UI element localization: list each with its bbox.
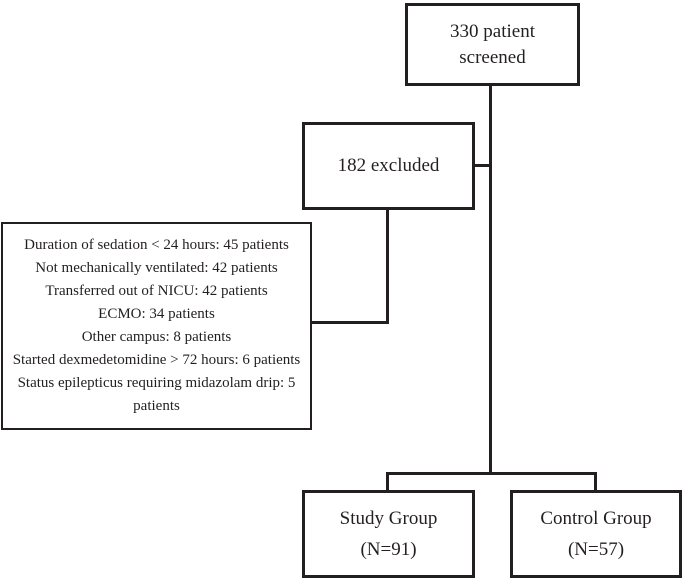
exclusion-reason-item: ECMO: 34 patients xyxy=(98,306,215,322)
study-group-label: Study Group xyxy=(339,508,438,529)
box-study-group: Study Group (N=91) xyxy=(302,490,475,578)
exclusion-reason-item: Transferred out of NICU: 42 patients xyxy=(45,283,268,299)
study-group-n: (N=91) xyxy=(360,539,417,560)
exclusion-reason-item: Started dexmedetomidine > 72 hours: 6 pa… xyxy=(12,352,301,368)
connector-main-vertical xyxy=(489,85,492,475)
box-patients-screened: 330 patient screened xyxy=(405,3,580,86)
exclusion-reason-item: Duration of sedation < 24 hours: 45 pati… xyxy=(24,237,289,253)
connector-reasons-horizontal xyxy=(311,321,389,324)
connector-control-stub xyxy=(594,472,597,491)
patients-screened-line2: screened xyxy=(459,46,526,68)
box-exclusion-reasons: Duration of sedation < 24 hours: 45 pati… xyxy=(1,222,312,430)
connector-excluded-horizontal xyxy=(474,164,490,167)
excluded-label: 182 excluded xyxy=(337,155,440,176)
patients-screened-line1: 330 patient xyxy=(450,20,535,42)
connector-excluded-down-vertical xyxy=(386,209,389,324)
exclusion-reason-item: Other campus: 8 patients xyxy=(81,329,232,345)
box-control-group: Control Group (N=57) xyxy=(510,490,682,578)
connector-split-horizontal xyxy=(386,472,597,475)
connector-study-stub xyxy=(386,472,389,491)
control-group-label: Control Group xyxy=(540,508,652,529)
control-group-n: (N=57) xyxy=(567,539,625,560)
exclusion-reason-item: Status epilepticus requiring midazolam d… xyxy=(17,375,296,414)
exclusion-reason-item: Not mechanically ventilated: 42 patients xyxy=(35,260,278,276)
box-excluded: 182 excluded xyxy=(302,122,475,210)
